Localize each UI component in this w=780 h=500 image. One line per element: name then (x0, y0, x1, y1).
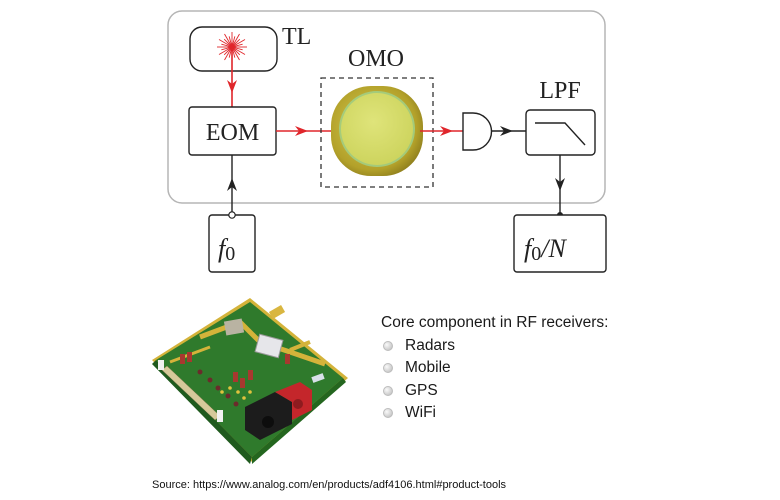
evaluation-board-photo (152, 298, 348, 464)
eom-label: EOM (206, 120, 259, 146)
system-block-diagram: TL EOM OMO LPF f0 f0/N (167, 10, 607, 273)
laser-ray (231, 46, 246, 55)
arrow-lpf-output (555, 178, 565, 191)
arrow-laser-eom (227, 80, 237, 93)
tunable-laser-block (189, 26, 278, 72)
photodetector-icon (462, 112, 493, 151)
bullet-icon (383, 385, 393, 396)
input-junction-dot (228, 211, 236, 219)
bullet-icon (383, 363, 393, 374)
list-item: GPS (381, 380, 608, 403)
arrow-omo-pd (440, 126, 453, 136)
arrow-eom-omo (295, 126, 308, 136)
system-container (167, 10, 606, 204)
arrow-pd-lpf (500, 126, 513, 136)
optomechanical-resonator (331, 86, 423, 176)
laser-ray (231, 39, 246, 48)
arrow-input-eom (227, 178, 237, 191)
list-item: Mobile (381, 357, 608, 380)
list-item: Radars (381, 335, 608, 358)
rf-applications-list: Core component in RF receivers: Radars M… (381, 312, 608, 425)
list-heading: Core component in RF receivers: (381, 314, 609, 331)
omo-label: OMO (348, 46, 404, 72)
laser-ray (218, 46, 233, 55)
lpf-block (525, 109, 596, 156)
output-frequency-label: f0/N (524, 234, 567, 265)
source-citation: Source: https://www.analog.com/en/produc… (152, 479, 507, 491)
bullet-icon (383, 408, 393, 419)
laser-ray (218, 39, 233, 48)
lowpass-response-icon (535, 122, 586, 146)
output-frequency-block (513, 214, 607, 273)
lpf-label: LPF (539, 78, 580, 104)
omo-dashed-box (320, 77, 434, 188)
list-item: WiFi (381, 402, 608, 425)
bullet-icon (383, 340, 393, 351)
tl-label: TL (282, 24, 311, 50)
input-frequency-label: f0 (218, 234, 235, 265)
